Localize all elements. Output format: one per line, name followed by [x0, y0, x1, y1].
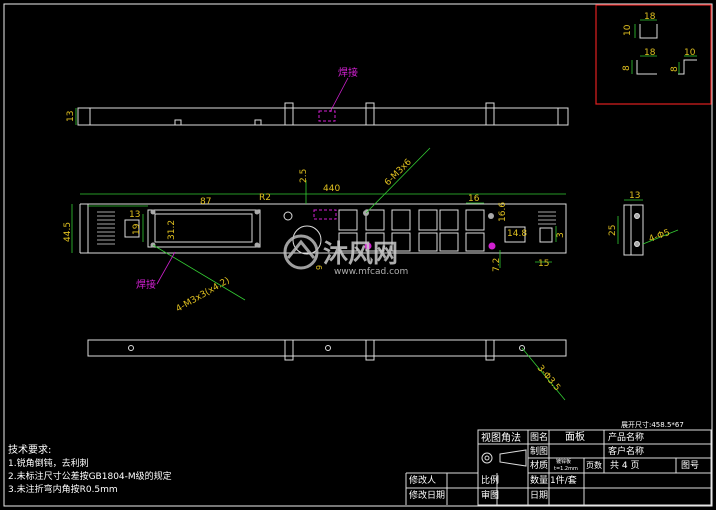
quantity-value: 1件/套 — [550, 476, 577, 486]
date-label: 日期 — [530, 491, 549, 501]
dim-4-m3: 4-M3x3(x4.2) — [175, 276, 232, 315]
unfold-size: 展开尺寸:458.5*67 — [621, 420, 684, 429]
vent-slots-left — [97, 211, 115, 245]
watermark-brand: 沐风网 — [323, 239, 398, 268]
tech-requirement-1: 1.锐角倒钝，去利刺 — [8, 459, 89, 469]
dim-19: 19 — [132, 223, 142, 235]
dim-4-phi5: 4-Φ5 — [648, 228, 672, 245]
product-name-label: 产品名称 — [608, 433, 645, 443]
bend-detail-view — [636, 24, 697, 75]
page-count-label: 页数 — [586, 461, 602, 470]
dim-8-b: 8 — [670, 66, 680, 72]
dim-440: 440 — [323, 184, 340, 194]
weld-top-leader — [329, 77, 349, 113]
quantity-label: 数量 — [530, 476, 549, 486]
dim-18-b: 18 — [644, 48, 656, 58]
tech-requirements-title: 技术要求: — [8, 445, 52, 456]
dim-2-5: 2.5 — [299, 169, 309, 183]
front-screws — [150, 209, 494, 248]
bottom-view — [87, 339, 567, 361]
review-label: 审图 — [481, 491, 500, 501]
tech-requirement-2: 2.未标注尺寸公差按GB1804-M级的规定 — [8, 472, 172, 482]
dim-13-front: 13 — [129, 210, 140, 220]
side-hole-leader — [642, 229, 679, 245]
page-count-value: 共 4 页 — [610, 461, 640, 471]
m3-4-leader — [152, 244, 246, 301]
dim-14-8: 14.8 — [507, 229, 527, 239]
dim-13-top: 13 — [66, 111, 76, 122]
dim-87: 87 — [200, 197, 211, 207]
dim-10-a: 10 — [623, 24, 633, 36]
dim-13-side: 13 — [629, 191, 640, 201]
dim-9: 9 — [315, 265, 324, 270]
front-view — [79, 203, 567, 255]
detail-highlight-box — [595, 4, 712, 105]
dim-15: 15 — [538, 259, 549, 269]
watermark-url: www.mfcad.com — [334, 267, 408, 277]
drawn-label: 制图 — [530, 447, 549, 457]
dim-r2: R2 — [259, 193, 271, 203]
side-view — [623, 204, 644, 256]
weld-left-leader — [156, 251, 176, 285]
dim-6-m3: 6-M3x6 — [383, 157, 414, 188]
dim-7-2: 7.2 — [492, 258, 502, 272]
tech-requirement-3: 3.未注折弯内角按R0.5mm — [8, 485, 118, 495]
title-block-grid — [405, 429, 712, 506]
dim-10-b: 10 — [684, 48, 696, 58]
view-method-label: 视图角法 — [481, 433, 521, 444]
projection-symbol — [481, 449, 527, 467]
dim-3: 3 — [556, 232, 566, 238]
weld-left-label: 焊接 — [136, 278, 156, 291]
m3-leader — [365, 147, 431, 214]
drawing-name-value: 面板 — [565, 432, 585, 443]
customer-name-label: 客户名称 — [608, 447, 645, 457]
dim-18-a: 18 — [644, 12, 656, 22]
dim-8-a: 8 — [622, 65, 632, 71]
top-view — [77, 102, 569, 126]
modify-date-label: 修改日期 — [409, 491, 446, 501]
weld-top-label: 焊接 — [338, 66, 358, 79]
bottom-hole-leader — [521, 347, 566, 401]
vent-slots-right — [538, 211, 556, 225]
scale-label: 比例 — [481, 476, 500, 486]
dim-16: 16 — [468, 194, 480, 204]
drawing-border — [3, 3, 713, 507]
watermark: 沐风网 www.mfcad.com — [283, 234, 408, 277]
modifier-label: 修改人 — [409, 476, 437, 486]
dim-31-2: 31.2 — [167, 220, 177, 240]
dim-44-5: 44.5 — [63, 222, 73, 242]
drawing-number-label: 图号 — [681, 461, 700, 471]
material-value: 镀锌板 — [556, 459, 572, 465]
material-label: 材质 — [530, 461, 549, 471]
dim-16-6: 16.6 — [498, 202, 508, 222]
front-dim-lines — [71, 180, 566, 268]
weld-marks-front — [364, 242, 496, 250]
detail-dims — [631, 19, 697, 74]
drawing-name-label: 图名 — [530, 433, 549, 443]
material-thickness: t=1.2mm — [554, 466, 578, 472]
dim-25: 25 — [608, 225, 618, 236]
dim-3-phi3-5: 3-Φ3.5 — [535, 364, 562, 394]
